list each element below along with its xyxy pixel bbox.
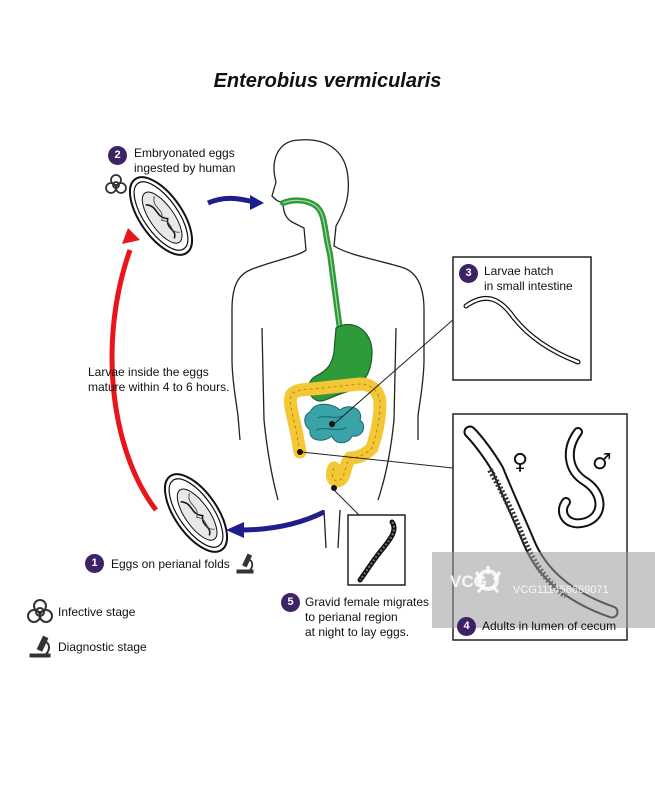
maturation-note-line-2: mature within 4 to 6 hours. — [88, 380, 230, 394]
digestive-tract — [280, 197, 387, 491]
watermark-id: VCG111456669071 — [513, 584, 609, 596]
male-symbol: ♂ — [592, 450, 612, 475]
esophagus-inner — [282, 199, 341, 331]
step-3-label: Larvae hatch in small intestine — [484, 264, 573, 294]
step-2-label-line-2: ingested by human — [134, 161, 236, 175]
step-3-label-line-1: Larvae hatch — [484, 264, 554, 278]
gravid-female-worm — [357, 519, 397, 583]
step-4-badge: 4 — [457, 617, 476, 636]
step-5-label-line-2: to perianal region — [305, 610, 398, 624]
hatched-larva — [463, 295, 581, 365]
maturation-note-line-1: Larvae inside the eggs — [88, 365, 209, 379]
cycle-arrow — [109, 249, 158, 512]
watermark-flower-icon — [474, 566, 502, 594]
adult-male-worm — [557, 427, 605, 529]
legend-diagnostic-label: Diagnostic stage — [58, 640, 147, 654]
step-2-label: Embryonated eggs ingested by human — [134, 146, 235, 176]
maturation-note: Larvae inside the eggs mature within 4 t… — [88, 365, 229, 395]
step-5-label-line-1: Gravid female migrates — [305, 595, 430, 609]
ingestion-arrow-head — [250, 195, 264, 210]
anus-marker — [331, 485, 337, 491]
egg-on-perianal-folds — [163, 473, 229, 553]
step-2-label-line-1: Embryonated eggs — [134, 146, 235, 160]
ingestion-arrow — [206, 195, 255, 206]
female-symbol: ♀ — [512, 450, 529, 475]
watermark-band — [432, 552, 655, 628]
cecum-marker — [297, 449, 303, 455]
human-body-outline — [231, 139, 425, 549]
watermark-brand: VCG — [450, 572, 487, 591]
step-1-badge: 1 — [85, 554, 104, 573]
diagram-title: Enterobius vermicularis — [213, 70, 442, 92]
step-5-badge: 5 — [281, 593, 300, 612]
cycle-arrow-head — [122, 228, 140, 244]
step-3-badge: 3 — [459, 264, 478, 283]
legend-biohazard-icon — [27, 599, 53, 623]
legend-microscope-icon — [29, 635, 51, 658]
leader-lines — [300, 317, 456, 519]
large-intestine — [283, 377, 387, 488]
gravid-female-box — [347, 514, 406, 586]
step-2-badge: 2 — [108, 146, 127, 165]
step1-microscope-icon — [236, 553, 254, 574]
step-5-label-line-3: at night to lay eggs. — [305, 625, 410, 639]
step-5-label: Gravid female migrates to perianal regio… — [305, 595, 429, 640]
small-intestine-marker — [329, 421, 335, 427]
embryonated-egg-top — [128, 176, 194, 256]
step-1-label: Eggs on perianal folds — [111, 557, 230, 571]
deposit-arrow — [239, 509, 326, 533]
step-4-label: Adults in lumen of cecum — [482, 619, 617, 633]
step-3-label-line-2: in small intestine — [484, 279, 573, 293]
step2-biohazard-icon — [105, 174, 127, 194]
deposit-arrow-head — [226, 522, 244, 538]
legend-infective-label: Infective stage — [58, 605, 136, 619]
